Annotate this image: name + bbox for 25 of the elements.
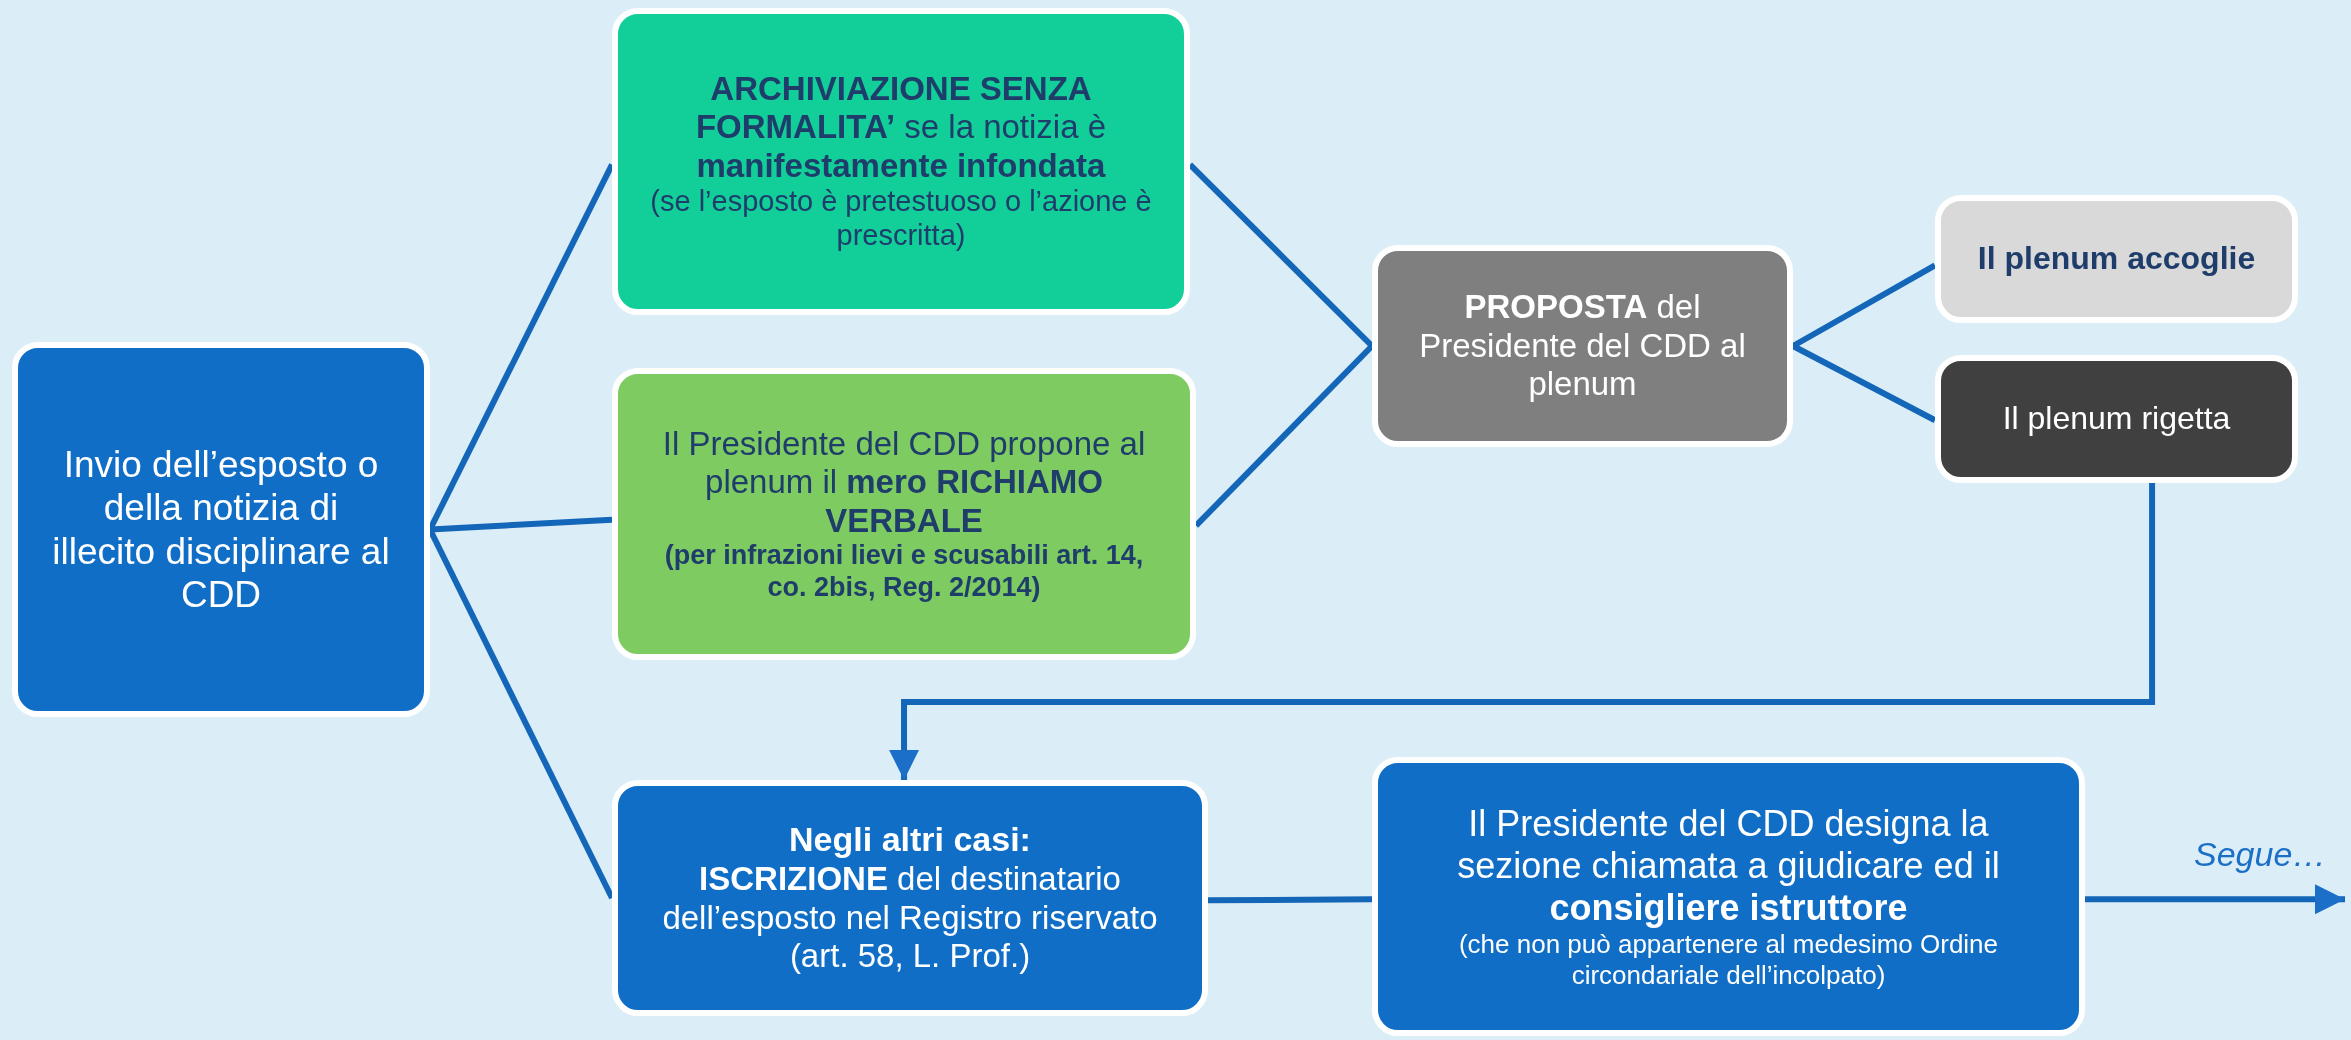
node-text: ARCHIVIAZIONE SENZA FORMALITA’ se la notizia è manifestamente infondata — [694, 69, 1108, 186]
process-box — [612, 780, 1208, 1016]
process-box — [612, 368, 1196, 660]
arrow — [2085, 884, 2345, 915]
node-text: PROPOSTA del Presidente del CDD al plenum — [1418, 288, 1747, 404]
connector-line — [1207, 896, 1373, 904]
node-text: Il Presidente del CDD designa la sezione chiamata a giudicare ed il consigliere istruttore — [1456, 802, 2001, 930]
connector-line — [1791, 343, 1937, 423]
node-text: Invio dell’esposto o della notizia di illecito disciplinare al CDD — [52, 442, 390, 617]
process-box — [612, 8, 1190, 315]
connector-line — [1791, 262, 1937, 349]
process-box — [1935, 195, 2298, 323]
node-text: Il plenum accoglie — [1977, 240, 2256, 278]
node-text: (per infrazioni lievi e scusabili art. 14, co. 2bis, Reg. 2/2014) — [663, 540, 1145, 604]
node-text: Il plenum rigetta — [2002, 400, 2231, 438]
process-box — [1935, 355, 2298, 483]
process-box — [1372, 757, 2085, 1036]
node-text: (se l’esposto è pretestuoso o l’azione è prescritta) — [649, 185, 1153, 254]
node-text: Il Presidente del CDD propone al plenum il mero RICHIAMO VERBALE — [661, 424, 1147, 541]
arrow — [889, 483, 2156, 780]
node-text: (che non può appartenere al medesimo Ordine circondariale dell’incolpato) — [1457, 929, 2000, 991]
node-text: ISCRIZIONE del destinatario dell’esposto nel Registro riservato (art. 58, L. Prof.) — [661, 859, 1159, 976]
process-box — [12, 342, 430, 717]
node-text: Negli altri casi: — [789, 820, 1031, 860]
process-box — [1372, 245, 1793, 447]
